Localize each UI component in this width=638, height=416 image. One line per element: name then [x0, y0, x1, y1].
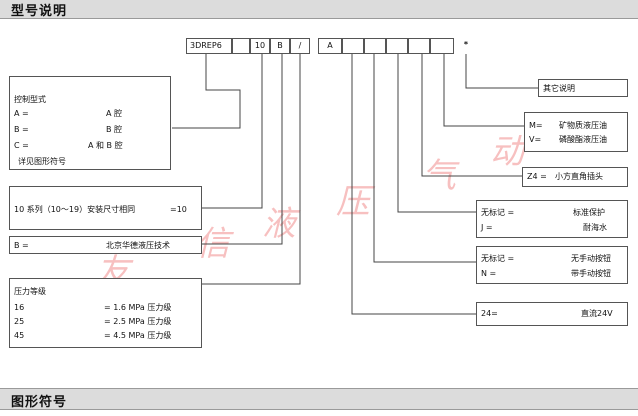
control-row-key: A =	[14, 109, 29, 118]
voltage-key: 24=	[481, 309, 498, 318]
maker-val: 北京华德液压技术	[106, 241, 170, 250]
protect-row-val: 标准保护	[573, 208, 605, 217]
pressure-title: 压力等级	[14, 287, 46, 296]
model-description-header: 型号说明	[0, 0, 638, 19]
button-row-val: 带手动按钮	[571, 269, 611, 278]
fluid-row-key: V=	[529, 135, 542, 144]
fluid-box: M= 矿物质液压油 V= 磷酸酯液压油	[524, 112, 628, 152]
control-row-key: B =	[14, 125, 29, 134]
code-gap	[454, 38, 456, 54]
button-row-key: 无标记 =	[481, 254, 515, 263]
watermark-char: 液	[262, 204, 296, 244]
code-cell-series-prefix: 3DREP6	[186, 38, 232, 54]
pressure-row-key: 16	[14, 303, 25, 312]
plug-val: 小方直角插头	[555, 172, 603, 181]
code-cell-maker: B	[270, 38, 290, 54]
pressure-row-val: = 1.6 MPa 压力级	[104, 303, 172, 312]
code-cell-other: *	[456, 38, 476, 54]
pressure-box: 压力等级 16 = 1.6 MPa 压力级 25 = 2.5 MPa 压力级 4…	[9, 278, 202, 348]
watermark-char: 动	[490, 132, 524, 172]
code-cell-fluid	[430, 38, 454, 54]
plug-key: Z4 =	[527, 172, 547, 181]
other-box: 其它说明	[538, 79, 628, 97]
pressure-row-val: = 2.5 MPa 压力级	[104, 317, 172, 326]
pressure-row-val: = 4.5 MPa 压力级	[104, 331, 172, 340]
watermark-char: 压	[336, 182, 370, 222]
maker-box: B = 北京华德液压技术	[9, 236, 202, 254]
control-row-val: A 腔	[106, 109, 123, 118]
fluid-row-val: 矿物质液压油	[559, 121, 607, 130]
code-cell-control: A	[318, 38, 342, 54]
code-cell-voltage	[342, 38, 364, 54]
code-cell-button	[364, 38, 386, 54]
model-description-title: 型号说明	[11, 4, 68, 19]
series-text: 10 系列（10～19）安装尺寸相同	[14, 205, 136, 214]
button-box: 无标记 = 无手动按钮 N = 带手动按钮	[476, 246, 628, 284]
other-text: 其它说明	[543, 84, 575, 93]
series-box: 10 系列（10～19）安装尺寸相同 =10	[9, 186, 202, 230]
protect-row-key: 无标记 =	[481, 208, 515, 217]
graphic-symbol-title: 图形符号	[11, 395, 68, 410]
control-row-val: A 和 B 腔	[88, 141, 123, 150]
fluid-row-val: 磷酸酯液压油	[559, 135, 607, 144]
button-row-key: N =	[481, 269, 497, 278]
control-row-key: C =	[14, 141, 29, 150]
protect-row-val: 耐海水	[583, 223, 607, 232]
code-cell-slash: /	[290, 38, 310, 54]
pressure-row-key: 45	[14, 331, 25, 340]
voltage-box: 24= 直流24V	[476, 302, 628, 326]
maker-key: B =	[14, 241, 29, 250]
fluid-row-key: M=	[529, 121, 543, 130]
protect-box: 无标记 = 标准保护 J = 耐海水	[476, 200, 628, 238]
graphic-symbol-header: 图形符号	[0, 388, 638, 410]
button-row-val: 无手动按钮	[571, 254, 611, 263]
code-cell-series: 10	[250, 38, 270, 54]
protect-row-key: J =	[481, 223, 493, 232]
control-note: 详见图形符号	[18, 157, 66, 166]
plug-box: Z4 = 小方直角插头	[522, 167, 628, 187]
code-cell-plug	[408, 38, 430, 54]
code-cell-protect	[386, 38, 408, 54]
voltage-val: 直流24V	[581, 309, 613, 318]
control-row-val: B 腔	[106, 125, 123, 134]
code-cell	[232, 38, 250, 54]
control-type-title: 控制型式	[14, 95, 46, 104]
pressure-row-key: 25	[14, 317, 25, 326]
series-val: =10	[170, 205, 187, 214]
code-gap	[310, 38, 318, 54]
control-type-box: 控制型式 A = A 腔 B = B 腔 C = A 和 B 腔 详见图形符号	[9, 76, 171, 170]
